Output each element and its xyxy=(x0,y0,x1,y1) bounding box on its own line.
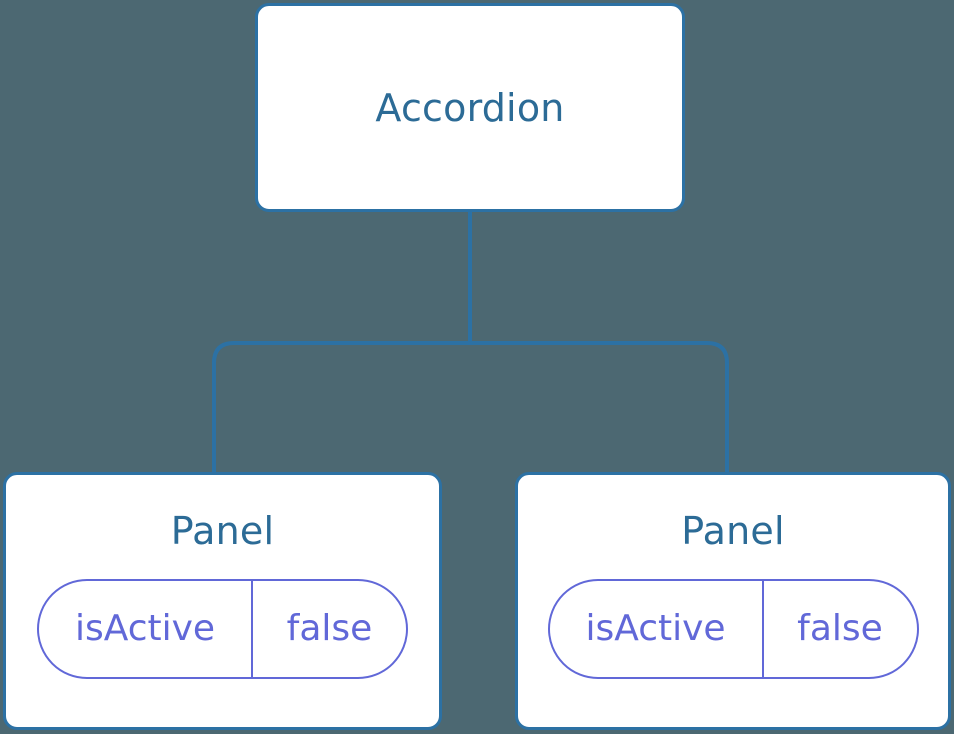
state-value-panel-2: false xyxy=(797,608,883,649)
state-key-panel-2: isActive xyxy=(550,581,764,677)
node-title-accordion: Accordion xyxy=(375,85,565,130)
node-accordion[interactable]: Accordion xyxy=(255,3,685,212)
state-pill-panel-1[interactable]: isActive false xyxy=(37,579,408,679)
state-key-panel-1: isActive xyxy=(39,581,253,677)
edge-to-panel-1 xyxy=(212,341,470,474)
node-panel-1[interactable]: Panel isActive false xyxy=(3,472,442,730)
node-title-panel-1: Panel xyxy=(170,509,275,553)
node-panel-2[interactable]: Panel isActive false xyxy=(515,472,951,730)
node-title-panel-2: Panel xyxy=(681,509,785,553)
state-pill-panel-2[interactable]: isActive false xyxy=(547,579,919,679)
edge-to-panel-2 xyxy=(470,341,729,474)
state-value-panel-1: false xyxy=(286,608,373,649)
